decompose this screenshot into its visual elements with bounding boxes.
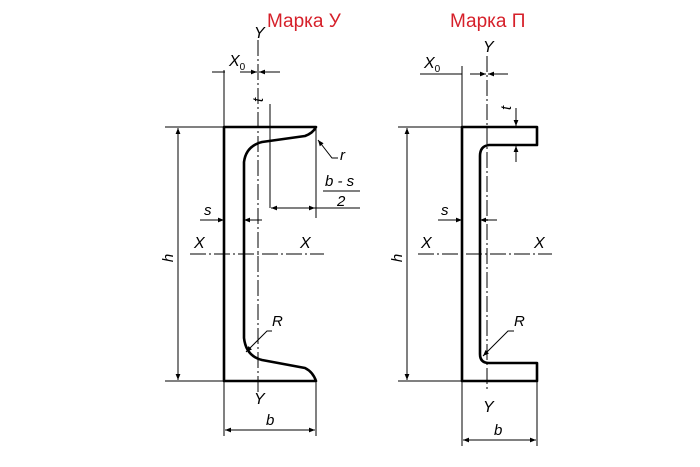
label-x-left-right: X	[420, 235, 433, 252]
profile-u-group: Марка У h b X0 t r b - s	[160, 11, 360, 436]
leader-R-right	[482, 330, 514, 357]
label-bs-num-left: b - s	[325, 173, 355, 190]
label-y-top-left: Y	[254, 25, 266, 42]
label-h-left: h	[160, 254, 177, 262]
label-t-right: t	[498, 105, 515, 110]
label-y-top-right: Y	[483, 39, 495, 56]
label-s-right: s	[441, 202, 449, 219]
label-x-right-right: X	[533, 235, 546, 252]
label-x0-right: X0	[423, 55, 441, 75]
label-b-right: b	[494, 422, 502, 439]
label-x-left-left: X	[193, 235, 206, 252]
title-marka-u: Марка У	[267, 11, 342, 32]
label-r-left: r	[340, 147, 346, 164]
leader-r-left	[317, 139, 338, 159]
title-marka-p: Марка П	[450, 11, 525, 32]
leader-R-left	[245, 330, 272, 353]
label-b-left: b	[266, 412, 274, 429]
profile-p-group: Марка П h b X0 t s R	[389, 11, 552, 446]
label-R-right: R	[514, 313, 525, 330]
label-s-left: s	[204, 202, 212, 219]
label-bs-den-left: 2	[336, 193, 346, 210]
label-y-bottom-left: Y	[254, 391, 266, 408]
label-R-left: R	[272, 313, 283, 330]
label-x-right-left: X	[299, 235, 312, 252]
label-y-bottom-right: Y	[483, 399, 495, 416]
label-t-left: t	[250, 97, 267, 102]
label-h-right: h	[389, 254, 406, 262]
label-x0-left: X0	[228, 53, 246, 73]
